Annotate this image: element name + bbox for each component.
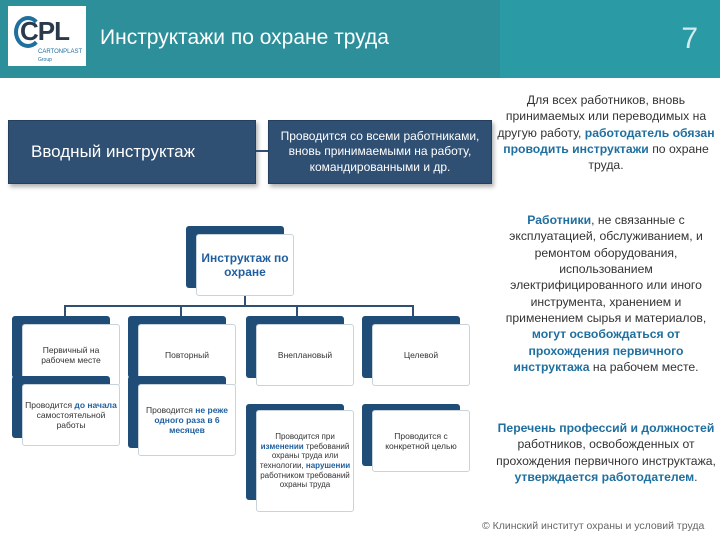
horizontal-connector <box>64 305 414 307</box>
slide-title: Инструктажи по охране труда <box>100 26 389 49</box>
root-connector <box>244 296 246 306</box>
logo-subtitle: CARTONPLAST <box>38 49 83 55</box>
type-node-label: Повторный <box>165 349 209 360</box>
desc-node-primary: Проводится до начала самостоятельной раб… <box>22 384 120 446</box>
type-node-repeat: Повторный <box>138 324 236 386</box>
type-node-primary: Первичный на рабочем месте <box>22 324 120 386</box>
branch-connector-3 <box>296 305 298 317</box>
header-accent <box>500 0 720 78</box>
branch-connector-4 <box>412 305 414 317</box>
type-node-unscheduled: Внеплановый <box>256 324 354 386</box>
root-node-label: Инструктаж по охране <box>201 250 289 279</box>
desc-node-text: Проводится с конкретной целью <box>385 430 457 451</box>
root-node: Инструктаж по охране <box>196 234 294 296</box>
desc-node-targeted: Проводится с конкретной целью <box>372 410 470 472</box>
desc-node-unscheduled: Проводится при изменении требований охра… <box>256 410 354 512</box>
right-paragraph-2: Работники, не связанные с эксплуатацией,… <box>505 213 707 375</box>
branch-connector-1 <box>64 305 66 317</box>
logo-arc-icon <box>14 16 42 48</box>
logo-subtitle-2: Group <box>38 57 52 63</box>
footer-copyright: © Клинский институт охраны и условий тру… <box>482 520 705 532</box>
right-paragraph-1: Для всех работников, вновь принимаемых и… <box>497 93 715 173</box>
intro-description-box: Проводится со всеми работниками, вновь п… <box>268 120 492 184</box>
intro-description-text: Проводится со всеми работниками, вновь п… <box>280 128 480 174</box>
intro-instruction-box: Вводный инструктаж <box>8 120 256 184</box>
type-node-label: Первичный на рабочем месте <box>41 344 101 365</box>
header-bar: CPL CARTONPLAST Group Инструктажи по охр… <box>0 0 720 78</box>
right-paragraph-3: Перечень профессий и должностей работник… <box>496 421 716 485</box>
logo-text: CPL <box>20 16 70 46</box>
page-number: 7 <box>681 22 698 55</box>
type-node-label: Целевой <box>403 349 439 360</box>
desc-node-text: Проводится при изменении требований охра… <box>259 432 351 490</box>
branch-connector-2 <box>180 305 182 317</box>
connector-line <box>256 150 272 152</box>
type-node-label: Внеплановый <box>277 349 333 360</box>
desc-node-text: Проводится до начала самостоятельной раб… <box>25 399 117 431</box>
desc-node-text: Проводится не реже одного раза в 6 месяц… <box>146 404 228 436</box>
desc-node-repeat: Проводится не реже одного раза в 6 месяц… <box>138 384 236 456</box>
type-node-targeted: Целевой <box>372 324 470 386</box>
intro-instruction-label: Вводный инструктаж <box>31 142 195 161</box>
company-logo: CPL CARTONPLAST Group <box>8 6 86 66</box>
